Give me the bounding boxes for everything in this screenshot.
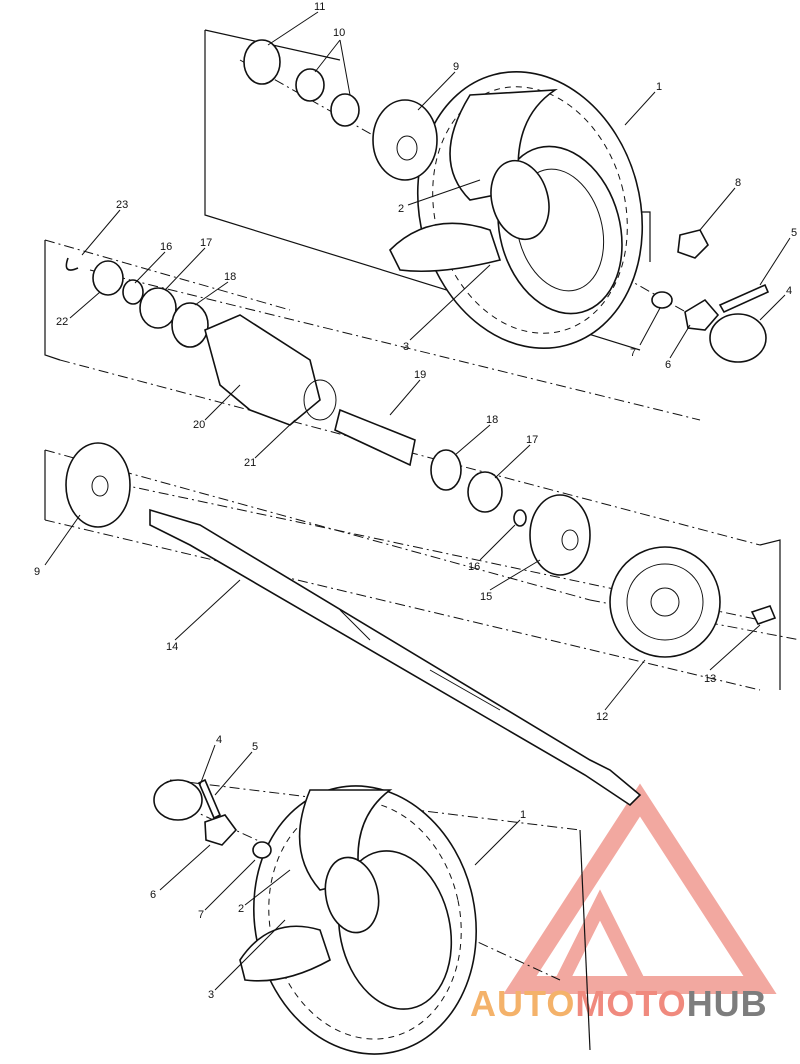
circlip-23 [65, 257, 79, 271]
key-16b [513, 509, 527, 527]
callout-21: 21 [244, 457, 256, 469]
callout-23: 23 [116, 199, 128, 211]
callout-17-lower: 17 [526, 434, 538, 446]
callout-12: 12 [596, 711, 608, 723]
callout-4-lower: 4 [216, 734, 222, 746]
callout-2-lower: 2 [238, 903, 244, 915]
sprocket-12 [609, 546, 721, 658]
callout-2: 2 [398, 203, 404, 215]
callout-14: 14 [166, 641, 178, 653]
cap-4b [153, 779, 203, 821]
upper-wheel [389, 71, 644, 349]
spacer-16a [122, 279, 144, 305]
logo-text: AUTOMOTOHUB [470, 983, 768, 1024]
bolt-13 [750, 605, 777, 625]
seal-17b [467, 471, 503, 513]
callout-5: 5 [791, 227, 797, 239]
callout-11: 11 [314, 1, 325, 13]
callout-16-lower: 16 [468, 561, 480, 573]
sleeve-19 [334, 408, 416, 467]
seal-17a [139, 287, 177, 329]
bearing-18b [430, 449, 462, 491]
nut-10a [295, 68, 325, 102]
callout-17: 17 [200, 237, 212, 249]
callout-3-lower: 3 [208, 989, 214, 1001]
axle-housing-21 [204, 314, 321, 426]
cotter-pin-5 [718, 283, 770, 314]
callout-1: 1 [656, 81, 662, 93]
logo-inner-mark [548, 889, 652, 992]
callout-1-lower: 1 [520, 809, 526, 821]
callout-10: 10 [333, 27, 345, 39]
nut-10b [330, 93, 360, 127]
callout-20: 20 [193, 419, 205, 431]
washer-7b [252, 841, 272, 859]
bearing-housing-group [65, 257, 503, 513]
watermark-logo: AUTOMOTOHUB [470, 783, 777, 1024]
logo-text-auto: AUTO [470, 983, 575, 1024]
logo-text-moto: MOTO [575, 983, 686, 1024]
upper-hub-parts [243, 39, 770, 363]
castle-nut-6b [204, 814, 238, 846]
callout-15: 15 [480, 591, 492, 603]
callout-19: 19 [414, 369, 426, 381]
callout-22: 22 [56, 316, 68, 328]
logo-text-hub: HUB [687, 983, 768, 1024]
hub-15 [529, 494, 591, 576]
washer-7 [651, 291, 673, 309]
callout-16: 16 [160, 241, 172, 253]
callout-7: 7 [630, 347, 636, 359]
axle-shaft-group [65, 442, 777, 807]
lower-wheel [153, 778, 477, 1055]
callout-13: 13 [704, 673, 716, 685]
callout-9: 9 [453, 61, 459, 73]
cap-4 [709, 313, 767, 363]
callout-5-lower: 5 [252, 741, 258, 753]
flange-9 [65, 442, 131, 528]
seal-22 [92, 260, 124, 296]
callout-8: 8 [735, 177, 741, 189]
callout-18-lower: 18 [486, 414, 498, 426]
washer-11 [243, 39, 281, 85]
logo-triangle [503, 783, 777, 994]
leader-lines [44, 11, 791, 991]
callout-3: 3 [403, 341, 409, 353]
bearing-18a [171, 302, 209, 348]
callout-labels: 11 10 9 1 8 5 4 2 3 7 6 23 16 17 18 22 1… [34, 1, 797, 1001]
castle-nut-6 [684, 298, 720, 331]
callout-18: 18 [224, 271, 236, 283]
callout-4: 4 [786, 285, 792, 297]
disc-9 [372, 99, 438, 181]
callout-7-lower: 7 [198, 909, 204, 921]
callout-6: 6 [665, 359, 671, 371]
callout-6-lower: 6 [150, 889, 156, 901]
nut-8 [677, 229, 709, 259]
axle-shaft-14 [149, 508, 642, 807]
callout-9-lower: 9 [34, 566, 40, 578]
